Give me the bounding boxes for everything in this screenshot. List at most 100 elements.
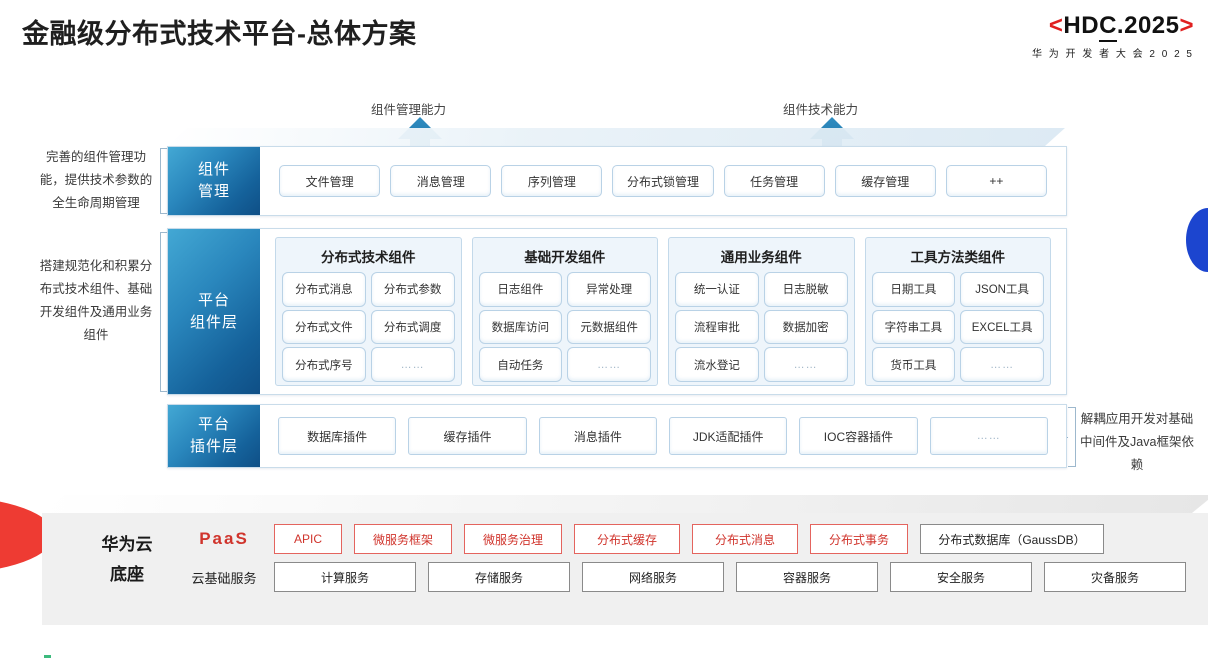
plugin-chip[interactable]: IOC容器插件 — [799, 417, 918, 455]
component-chip[interactable]: JSON工具 — [960, 272, 1044, 307]
paas-chip[interactable]: 存储服务 — [428, 562, 570, 592]
paas-chip[interactable]: 安全服务 — [890, 562, 1032, 592]
paas-row: 云基础服务 计算服务存储服务网络服务容器服务安全服务灾备服务 — [180, 562, 1186, 592]
component-management-chip[interactable]: 消息管理 — [390, 165, 492, 197]
plugin-chip[interactable]: …… — [929, 417, 1048, 455]
layer-title-line1: 平台 — [197, 291, 230, 309]
side-note-plugin-decoupling: 解耦应用开发对基础中间件及Java框架依赖 — [1080, 412, 1194, 473]
paas-items: APIC 微服务框架微服务治理分布式缓存分布式消息分布式事务分布式数据库（Gaus… — [268, 524, 1140, 554]
layer-title-line1: 组件 — [197, 161, 230, 179]
plugin-chip[interactable]: 消息插件 — [538, 417, 657, 455]
paas-chip[interactable]: 容器服务 — [736, 562, 878, 592]
hdc-text-underlined: C — [1099, 12, 1117, 42]
component-group: 基础开发组件日志组件异常处理数据库访问元数据组件自动任务…… — [471, 237, 658, 386]
paas-chip[interactable]: APIC — [274, 524, 342, 554]
paas-row-label: PaaS — [199, 529, 249, 548]
hdc-bracket-right-icon: > — [1179, 12, 1194, 39]
layer-platform-component: 平台 组件层 分布式技术组件分布式消息分布式参数分布式文件分布式调度分布式序号…… — [167, 228, 1067, 395]
plugin-chip[interactable]: JDK适配插件 — [668, 417, 788, 455]
component-chip[interactable]: 自动任务 — [478, 347, 563, 382]
hdc-logo: <HDC.2025> 华 为 开 发 者 大 会 2 0 2 5 — [1031, 12, 1194, 60]
paas-row-label: 云基础服务 — [191, 570, 257, 586]
paas-label-line2: 底座 — [110, 564, 144, 584]
component-chip[interactable]: 数据加密 — [763, 309, 848, 345]
paas-chip[interactable]: 微服务治理 — [464, 524, 562, 554]
component-chip[interactable]: …… — [567, 347, 651, 382]
component-chip[interactable]: …… — [763, 347, 848, 382]
plugin-chip[interactable]: 缓存插件 — [408, 417, 527, 455]
layer-title-component-management: 组件 管理 — [168, 147, 260, 215]
hdc-bracket-left-icon: < — [1048, 12, 1064, 39]
green-dot-decoration — [44, 655, 51, 658]
callout-label-component-management: 组件管理能力 — [371, 103, 447, 117]
component-chip[interactable]: 分布式文件 — [282, 309, 366, 345]
paas-top-bevel — [42, 495, 1208, 513]
component-management-chip[interactable]: ++ — [945, 165, 1047, 197]
side-note-component-management: 完善的组件管理功能，提供技术参数的全生命周期管理 — [39, 150, 153, 211]
paas-chip[interactable]: 灾备服务 — [1044, 562, 1186, 592]
component-group-grid: 统一认证日志脱敏流程审批数据加密流水登记…… — [675, 272, 848, 382]
side-note-platform-component: 搭建规范化和积累分布式技术组件、基础开发组件及通用业务组件 — [39, 259, 153, 343]
component-group-grid: 日志组件异常处理数据库访问元数据组件自动任务…… — [478, 272, 651, 382]
component-management-chip[interactable]: 序列管理 — [501, 165, 603, 197]
layer-title-platform-plugin: 平台 插件层 — [168, 405, 260, 467]
component-chip[interactable]: 日期工具 — [871, 272, 956, 307]
paas-chip[interactable]: 分布式消息 — [692, 524, 798, 554]
component-chip[interactable]: 分布式参数 — [370, 272, 455, 307]
component-management-chip[interactable]: 任务管理 — [723, 165, 825, 197]
paas-label-line1: 华为云 — [101, 535, 153, 554]
plugin-chip[interactable]: 数据库插件 — [278, 417, 397, 455]
component-chip[interactable]: 货币工具 — [871, 347, 956, 382]
paas-chip[interactable]: 分布式事务 — [810, 524, 908, 554]
component-chip[interactable]: 分布式调度 — [370, 309, 455, 345]
paas-chip[interactable]: 计算服务 — [274, 562, 416, 592]
component-group-title: 通用业务组件 — [720, 250, 802, 265]
component-chip[interactable]: 数据库访问 — [478, 309, 563, 345]
component-chip[interactable]: 日志组件 — [478, 272, 563, 307]
component-chip[interactable]: 分布式消息 — [282, 272, 366, 307]
component-management-chip[interactable]: 文件管理 — [279, 165, 381, 197]
layer-platform-plugin: 平台 插件层 数据库插件缓存插件消息插件 JDK适配插件 IOC容器插件 …… — [167, 404, 1067, 468]
layer-component-management: 组件 管理 文件管理消息管理序列管理分布式锁管理任务管理缓存管理 ++ — [167, 146, 1067, 216]
layer-title-platform-component: 平台 组件层 — [168, 229, 260, 394]
component-chip[interactable]: 字符串工具 — [871, 309, 956, 345]
paas-chip[interactable]: 分布式数据库（GaussDB） — [920, 524, 1104, 554]
component-group-title: 工具方法类组件 — [910, 250, 1006, 265]
component-group-grid: 分布式消息分布式参数分布式文件分布式调度分布式序号…… — [282, 272, 455, 382]
component-chip[interactable]: 异常处理 — [567, 272, 651, 307]
component-chip[interactable]: …… — [370, 347, 455, 382]
component-chip[interactable]: 分布式序号 — [282, 347, 366, 382]
component-group: 通用业务组件统一认证日志脱敏流程审批数据加密流水登记…… — [668, 237, 855, 386]
paas-row: PaaS APIC 微服务框架微服务治理分布式缓存分布式消息分布式事务分布式数据库（… — [180, 524, 1140, 554]
bracket-right-plugin — [1061, 407, 1076, 467]
hdc-logo-subtitle: 华 为 开 发 者 大 会 2 0 2 5 — [1031, 49, 1194, 60]
paas-panel-label: 华为云 底座 — [72, 530, 182, 590]
paas-chip[interactable]: 分布式缓存 — [574, 524, 680, 554]
paas-items: 计算服务存储服务网络服务容器服务安全服务灾备服务 — [268, 562, 1192, 592]
component-management-chip[interactable]: 缓存管理 — [834, 165, 936, 197]
hdc-text-after: .2025 — [1116, 12, 1180, 39]
component-group-title: 分布式技术组件 — [321, 250, 416, 265]
component-chip[interactable]: EXCEL工具 — [960, 309, 1044, 345]
blue-halfcircle-decoration — [1186, 208, 1208, 272]
layer-title-line2: 管理 — [197, 183, 230, 200]
paas-rows: PaaS APIC 微服务框架微服务治理分布式缓存分布式消息分布式事务分布式数据库（… — [180, 524, 1186, 600]
component-chip[interactable]: 元数据组件 — [567, 309, 651, 345]
component-chip[interactable]: 流程审批 — [675, 309, 759, 345]
layer-body-component-management: 文件管理消息管理序列管理分布式锁管理任务管理缓存管理 ++ — [260, 147, 1066, 215]
paas-chip[interactable]: 网络服务 — [582, 562, 724, 592]
component-chip[interactable]: …… — [960, 347, 1044, 382]
layer-title-line2: 组件层 — [189, 313, 238, 331]
paas-chip[interactable]: 微服务框架 — [354, 524, 452, 554]
page-title: 金融级分布式技术平台-总体方案 — [22, 19, 417, 49]
stack-top-bevel — [167, 128, 1065, 146]
layer-body-platform-plugin: 数据库插件缓存插件消息插件 JDK适配插件 IOC容器插件 …… — [260, 405, 1066, 467]
layer-body-platform-component: 分布式技术组件分布式消息分布式参数分布式文件分布式调度分布式序号……基础开发组件… — [260, 229, 1066, 394]
component-chip[interactable]: 流水登记 — [675, 347, 759, 382]
component-group: 分布式技术组件分布式消息分布式参数分布式文件分布式调度分布式序号…… — [275, 237, 462, 386]
component-chip[interactable]: 日志脱敏 — [763, 272, 848, 307]
component-management-chip[interactable]: 分布式锁管理 — [612, 165, 714, 197]
component-chip[interactable]: 统一认证 — [675, 272, 759, 307]
